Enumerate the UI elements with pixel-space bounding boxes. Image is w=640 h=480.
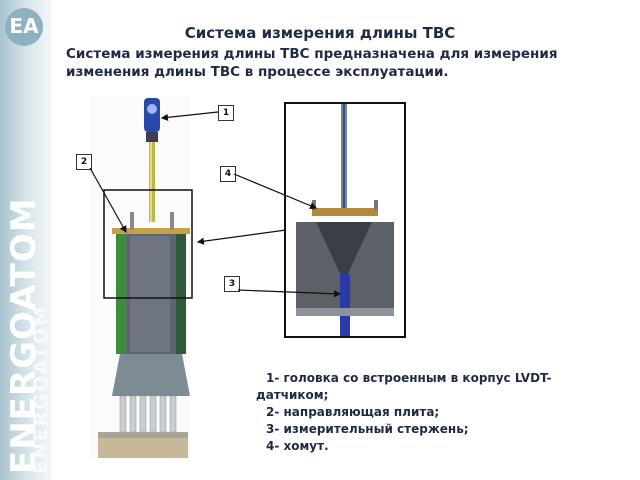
measuring-rod-shape <box>340 274 350 336</box>
legend-item-2: 2- направляющая плита; <box>266 405 440 419</box>
legend-item-4: 4- хомут. <box>266 439 329 453</box>
brand-sidebar: EA ENERGOATOM ENERGOATOM <box>0 0 52 480</box>
legend-item-3: 3- измерительный стержень; <box>266 422 469 436</box>
callout-1: 1 <box>218 105 234 121</box>
clamp-shape <box>312 208 378 216</box>
legend-item-1-line1: 1- головка со встроенным в корпус LVDT- <box>266 371 552 385</box>
page-title: Система измерения длины ТВС <box>184 24 456 42</box>
callout-2: 2 <box>76 154 92 170</box>
guide-plate-shape <box>112 228 190 234</box>
company-logo-icon <box>5 8 43 46</box>
intro-paragraph: Система измерения длины ТВС предназначен… <box>66 46 558 80</box>
legend-item-1-line2: датчиком; <box>256 388 329 402</box>
detail-drawing <box>296 104 394 336</box>
assembly-figure <box>90 96 190 460</box>
detail-figure <box>284 102 406 338</box>
detail-frame <box>103 189 193 299</box>
legend: 1- головка со встроенным в корпус LVDT- … <box>256 370 556 455</box>
company-logo-letters: EA <box>9 14 39 38</box>
assembly-drawing <box>98 98 190 458</box>
callout-3: 3 <box>224 276 240 292</box>
